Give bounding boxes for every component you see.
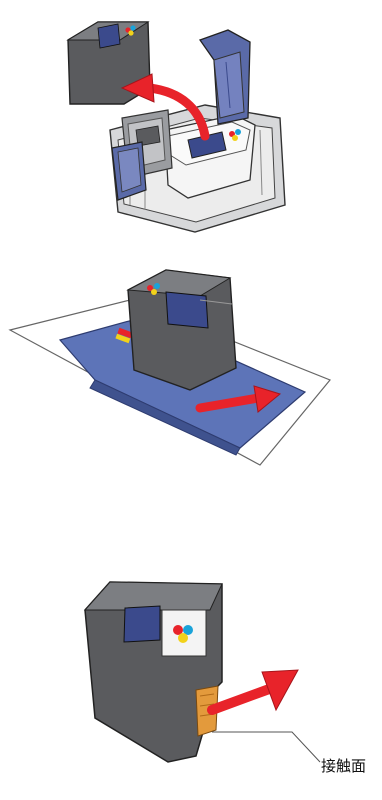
contact-leader-line [212,732,320,762]
step-remove-cartridge [0,0,382,240]
label-window [124,606,160,642]
remove-cartridge-illustration [0,0,382,240]
step-place-on-paper [0,250,382,480]
contact-area-label: 接触面 [321,755,366,776]
wipe-arrow [212,670,298,710]
label-window [166,292,208,328]
left-blue-latch [112,142,146,200]
cartridge-on-paper [128,270,236,390]
place-on-paper-illustration [0,250,382,480]
cartridge-front-view [85,582,222,762]
